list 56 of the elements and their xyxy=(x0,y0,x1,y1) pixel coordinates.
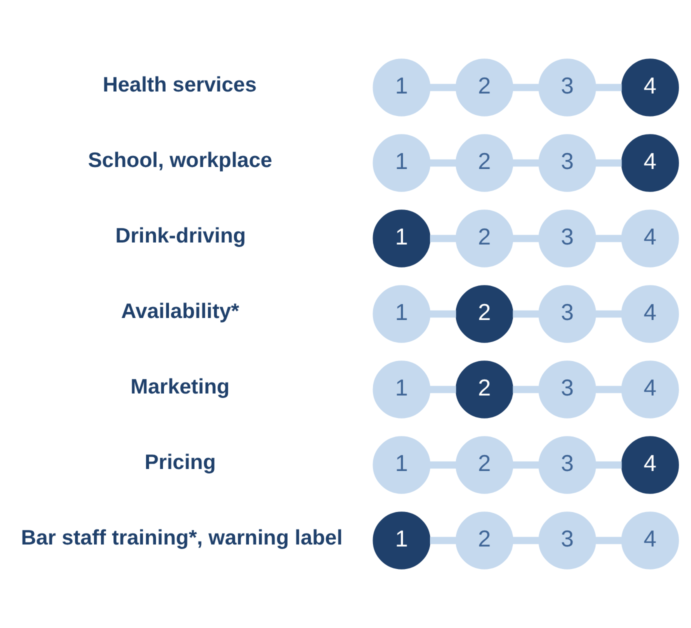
node-circle: 4 xyxy=(621,285,679,343)
node-circle: 4 xyxy=(621,436,679,494)
connector xyxy=(512,536,539,544)
label: Health services xyxy=(102,74,257,97)
connector xyxy=(596,310,622,318)
label: Marketing xyxy=(130,376,230,399)
node-circle: 3 xyxy=(538,58,596,116)
node-circle: 1 xyxy=(372,436,430,494)
connector xyxy=(512,386,539,394)
node-circle: 2 xyxy=(456,436,514,494)
node-circle: 3 xyxy=(538,134,596,192)
connector xyxy=(512,84,539,92)
connector xyxy=(596,234,622,242)
connector xyxy=(430,159,456,167)
connector xyxy=(596,536,622,544)
node-circle: 4 xyxy=(621,210,679,268)
node-circle: 1 xyxy=(372,512,430,570)
node-circle: 1 xyxy=(372,134,430,192)
node-circle: 3 xyxy=(538,436,596,494)
connector xyxy=(596,386,622,394)
node-circle: 4 xyxy=(621,58,679,116)
node-circle: 3 xyxy=(538,512,596,570)
label: Pricing xyxy=(144,451,216,474)
connector xyxy=(430,386,456,394)
node-circle: 4 xyxy=(621,512,679,570)
connector xyxy=(512,159,539,167)
connector xyxy=(512,461,539,469)
label: Drink-driving xyxy=(115,224,246,248)
node-circle: 2 xyxy=(456,285,514,343)
node-circle: 3 xyxy=(538,360,596,418)
node-circle: 3 xyxy=(538,210,596,268)
node-circle: 4 xyxy=(621,360,679,418)
connector xyxy=(512,310,539,318)
connector xyxy=(596,84,622,92)
connector xyxy=(430,84,456,92)
connector xyxy=(430,234,456,242)
label: Bar staff training*, warning label xyxy=(20,526,343,550)
node-circle: 2 xyxy=(456,210,514,268)
node-circle: 1 xyxy=(372,285,430,343)
node-circle: 1 xyxy=(372,58,430,116)
node-circle: 1 xyxy=(372,360,430,418)
label: Availability* xyxy=(121,300,240,324)
node-circle: 3 xyxy=(538,285,596,343)
label: School, workplace xyxy=(88,149,272,172)
node-circle: 2 xyxy=(456,134,514,192)
connector xyxy=(430,461,456,469)
connector xyxy=(430,310,456,318)
connector xyxy=(596,159,622,167)
node-circle: 1 xyxy=(372,210,430,268)
node-circle: 2 xyxy=(456,512,514,570)
node-circle: 2 xyxy=(456,360,514,418)
connector xyxy=(596,461,622,469)
node-circle: 2 xyxy=(456,58,514,116)
connector xyxy=(430,536,456,544)
node-circle: 4 xyxy=(621,134,679,192)
connector xyxy=(512,234,539,242)
